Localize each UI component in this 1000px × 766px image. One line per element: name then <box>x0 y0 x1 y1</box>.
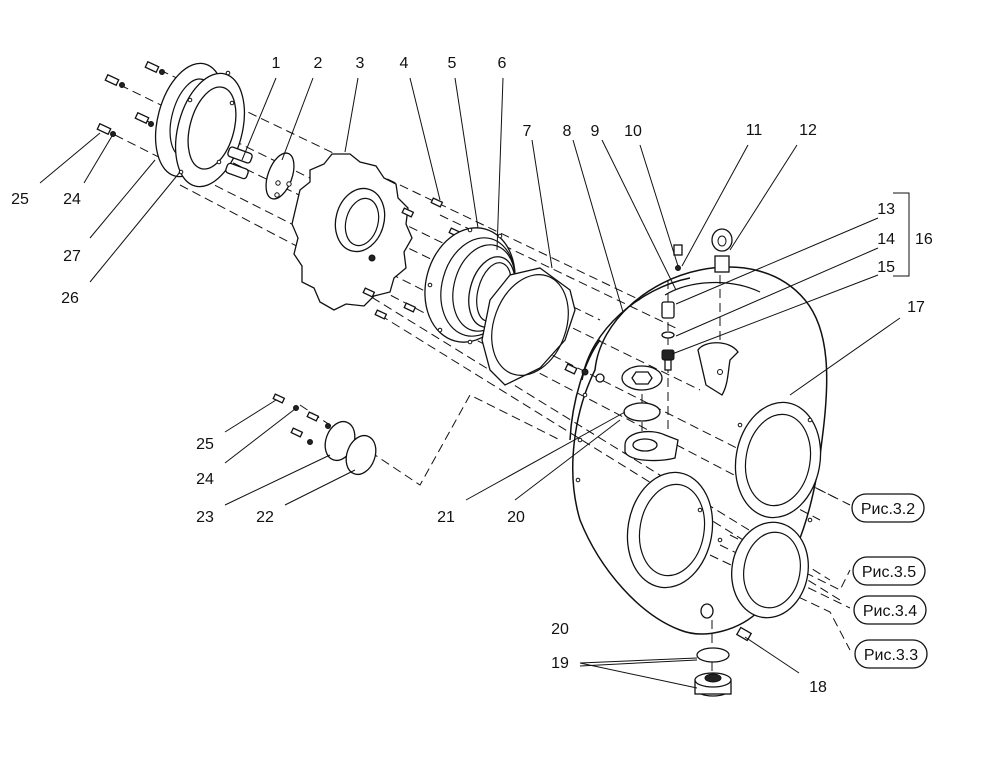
small-cover-group <box>272 393 377 476</box>
callout-15: 15 <box>877 259 895 276</box>
callout-1: 1 <box>272 55 281 72</box>
figure-refs: Рис.3.2 Рис.3.5 Рис.3.4 Рис.3.3 <box>851 493 928 669</box>
callout-16: 16 <box>915 231 933 248</box>
part-19-drain-plug <box>694 672 732 697</box>
part-21-plug <box>621 365 663 391</box>
figure-ref-3-4-label: Рис.3.4 <box>863 603 917 620</box>
centerline <box>144 119 701 391</box>
bolt-25 <box>104 73 125 88</box>
callout-5: 5 <box>448 55 457 72</box>
leader-lines <box>39 77 910 689</box>
part-3-sprocket <box>291 153 413 311</box>
bolts-left-group <box>96 60 165 137</box>
part-13-breather <box>661 301 675 319</box>
callout-25-lower: 25 <box>196 436 214 453</box>
bolt-25 <box>144 60 165 75</box>
figure-ref-3-3-label: Рис.3.3 <box>864 647 918 664</box>
callout-13: 13 <box>877 201 895 218</box>
callout-11: 11 <box>746 122 763 139</box>
part-12-eye-bolt <box>711 228 733 273</box>
callout-20-bottom: 20 <box>551 621 569 638</box>
figure-ref-3-3[interactable]: Рис.3.3 <box>854 639 928 669</box>
part-22-gasket <box>345 434 377 476</box>
centerline <box>359 289 831 581</box>
part-2-plate <box>265 152 295 200</box>
figure-ref-3-5-label: Рис.3.5 <box>862 564 916 581</box>
callout-8: 8 <box>563 123 572 140</box>
callout-21: 21 <box>437 509 455 526</box>
callout-25-upper: 25 <box>11 191 29 208</box>
callout-26: 26 <box>61 290 79 307</box>
callout-20-top: 20 <box>507 509 525 526</box>
figure-ref-3-2-label: Рис.3.2 <box>861 501 915 518</box>
callout-6: 6 <box>498 55 507 72</box>
part-20-oring-bottom <box>696 647 730 663</box>
callout-14: 14 <box>877 231 895 248</box>
callout-22: 22 <box>256 509 274 526</box>
centerline <box>114 134 841 501</box>
part-8-housing <box>569 266 828 635</box>
callout-23: 23 <box>196 509 214 526</box>
callout-27: 27 <box>63 248 81 265</box>
figure-ref-3-4[interactable]: Рис.3.4 <box>853 595 927 625</box>
callout-24-lower: 24 <box>196 471 214 488</box>
centerline <box>179 184 821 521</box>
part-20-oring-top <box>623 402 661 422</box>
callout-2: 2 <box>314 55 323 72</box>
part-18-bolt <box>700 603 753 642</box>
side-plug-bolts <box>564 363 605 383</box>
callout-18: 18 <box>809 679 827 696</box>
figure-ref-3-2[interactable]: Рис.3.2 <box>851 493 925 523</box>
part-7-gasket <box>481 267 576 386</box>
callout-10: 10 <box>624 123 642 140</box>
bolt-25 <box>96 122 116 137</box>
figure-ref-3-5[interactable]: Рис.3.5 <box>852 556 926 586</box>
part-14-washer <box>661 331 675 339</box>
callout-7: 7 <box>523 123 532 140</box>
callout-24-upper: 24 <box>63 191 81 208</box>
callout-19: 19 <box>551 655 569 672</box>
callout-17: 17 <box>907 299 925 316</box>
callout-3: 3 <box>356 55 365 72</box>
part-26-gasket <box>174 70 246 188</box>
callout-labels: 1 2 3 4 5 6 7 8 9 10 11 12 13 14 15 16 1… <box>11 55 933 696</box>
bolt-25 <box>134 111 154 127</box>
part-1-pins <box>225 146 253 180</box>
callout-9: 9 <box>591 123 600 140</box>
callout-4: 4 <box>400 55 409 72</box>
callout-12: 12 <box>799 122 817 139</box>
part-15-fitting <box>661 349 675 371</box>
